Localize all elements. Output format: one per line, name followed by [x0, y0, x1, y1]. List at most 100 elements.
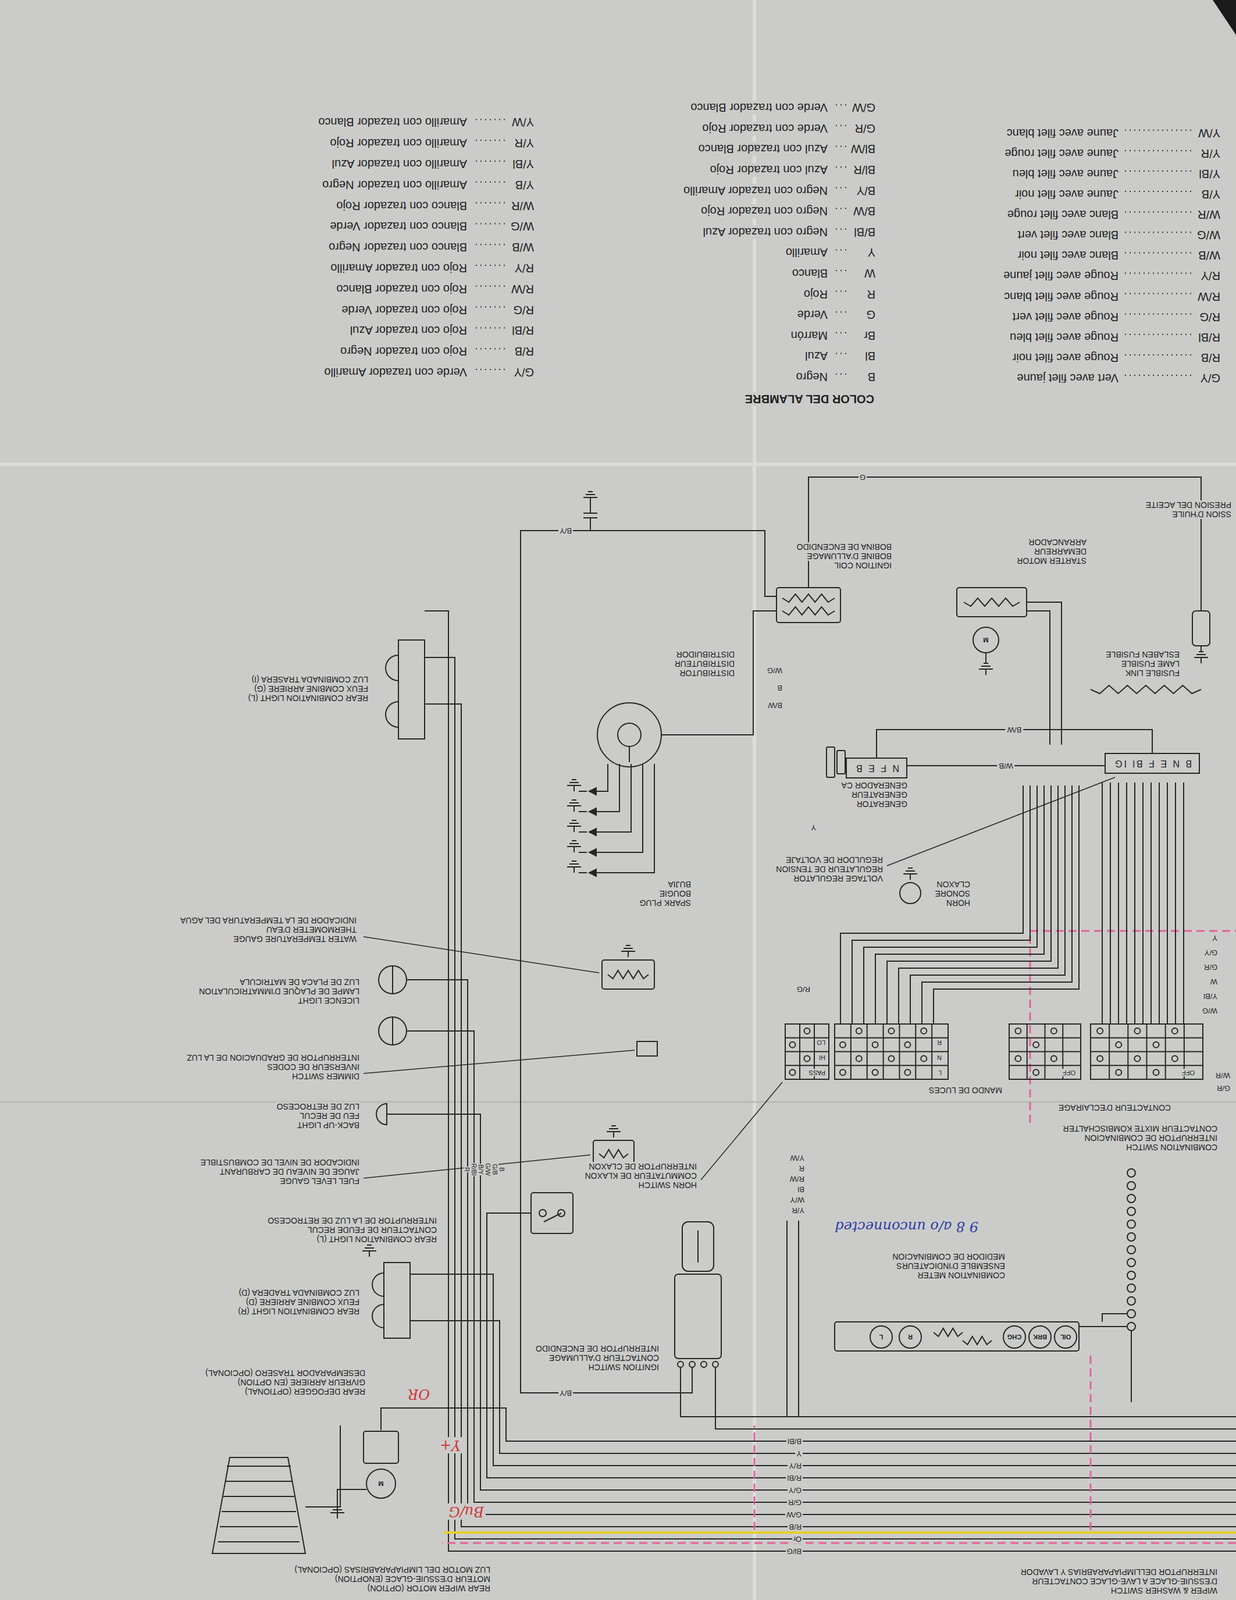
legend-text: W/G	[1195, 228, 1222, 242]
wire	[910, 785, 1065, 1024]
part-name: LUZ DE RETROCESO	[275, 1101, 361, 1111]
switch-contact	[856, 1055, 863, 1061]
legend-text: Y/W	[1197, 126, 1222, 141]
legend-text: Verde con trazador Amarillo	[322, 365, 469, 380]
ground-symbol	[608, 1127, 619, 1129]
dot-leader	[472, 243, 505, 245]
switch-table	[785, 1051, 829, 1053]
ground-symbol	[573, 866, 575, 873]
legend-text: Y/W	[510, 115, 536, 130]
part-name: INTERRUPTOR DE ENCENDIDO	[534, 1343, 661, 1353]
ground-symbol	[569, 822, 579, 824]
wire	[520, 530, 777, 1393]
ground-symbol	[573, 785, 575, 792]
switch-table	[834, 1023, 949, 1079]
defogger-grid	[225, 1480, 293, 1482]
defogger-grid	[221, 1510, 297, 1512]
legend-text: Verde	[796, 307, 829, 322]
legend-text: Amarillo con trazador Azul	[330, 157, 469, 172]
ground-symbol	[569, 802, 579, 804]
part-name: LUZ COMBINADA TRASERA (I)	[250, 674, 370, 685]
wire-color-code: G/W	[484, 1162, 492, 1177]
dot-leader	[472, 139, 505, 141]
lamp-housing	[398, 639, 425, 739]
part-name: REAR COMBINATION LIGHT (L)	[315, 1234, 438, 1244]
wire-color-code: R/W	[788, 1174, 806, 1184]
switch-contact	[789, 1041, 796, 1048]
part-name: REAR COMBINATION LIGHT (R)	[236, 1306, 361, 1316]
legend-text: Y/R	[513, 136, 536, 151]
switch-contact	[920, 1055, 927, 1061]
legend-text: Jaune avec filet blanc	[1005, 126, 1120, 141]
switch-table	[1090, 1051, 1203, 1053]
part-name: LAME FUSIBLE	[1120, 659, 1181, 669]
ground-symbol	[364, 1247, 374, 1249]
part-name: MEDIDOR DE COMBINACION	[891, 1251, 1007, 1262]
dot-leader	[472, 118, 505, 120]
legend-text: Bl	[863, 348, 877, 363]
legend-text: Y	[866, 245, 877, 260]
part-name: BOBINA DE ENCENDIDO	[795, 542, 893, 552]
legend-text: Blanco con trazador Negro	[327, 240, 469, 255]
wire	[798, 1220, 800, 1417]
legend-text: Azul con trazador Rojo	[709, 162, 829, 177]
leader-line	[363, 1049, 635, 1074]
wire-color-code: B/W	[1005, 725, 1024, 735]
starter-solenoid	[963, 597, 1020, 607]
connector-pin	[1127, 1245, 1136, 1254]
wire	[985, 652, 987, 664]
leader-line	[887, 777, 1116, 866]
dot-leader	[472, 202, 505, 204]
part-name: SPARK PLUG	[638, 898, 693, 908]
capacitor-symbol	[589, 503, 591, 514]
wire-color-code: B/W	[766, 700, 784, 710]
capacitor-symbol	[583, 517, 598, 519]
wire-color-code: R/Bl	[785, 1473, 803, 1483]
wire-color-code: Y	[1210, 933, 1219, 943]
temperature-sender	[602, 959, 655, 989]
harness-wire	[715, 1367, 1236, 1429]
ground-symbol	[362, 1249, 377, 1252]
ground-symbol	[621, 950, 636, 952]
dot-leader	[1124, 129, 1192, 131]
dot-leader	[833, 104, 847, 106]
ground-symbol	[625, 944, 631, 946]
dot-leader	[472, 222, 505, 224]
switch-table	[1090, 1037, 1203, 1039]
legend-text: Y/B	[1200, 187, 1222, 202]
part-name: INDICADOR DE LA TEMPERATURA DEL AGUA	[179, 915, 358, 925]
spark-plug	[578, 831, 587, 833]
dot-leader	[833, 290, 847, 292]
legend-text: Amarillo	[784, 245, 829, 260]
wire-color-code: W/G	[1201, 1006, 1219, 1015]
part-name: JAUGE DE NIVEAU DE CARBURANT	[218, 1166, 361, 1177]
dot-leader	[1124, 211, 1192, 213]
legend-text: R/Y	[513, 261, 536, 276]
part-name: ARRANCADOR	[1027, 537, 1088, 547]
plug-wire	[596, 763, 643, 853]
part-name: INTERRUPTOR DELLIMPIAPARABRIAS Y LAVADOR	[1019, 1566, 1219, 1577]
legend-text: Vert avec filet jaune	[1015, 371, 1120, 386]
legend-text: Azul	[803, 348, 829, 363]
wire	[1078, 1325, 1128, 1327]
wire	[305, 1425, 341, 1507]
switch-table	[1090, 1023, 1203, 1079]
wire-color-code: B	[498, 1166, 506, 1172]
ground-symbol	[985, 668, 987, 675]
switch-table	[1090, 1064, 1203, 1066]
temperature-sender	[607, 970, 649, 979]
part-name: GENERATOR GENERATEUR GENERADOR CA	[838, 780, 908, 809]
defogger-grid	[226, 1465, 291, 1467]
leader-line	[363, 1154, 591, 1178]
legend-text: Y/Bl	[511, 157, 536, 172]
switch-contact	[1096, 1055, 1103, 1061]
part-name: THERMOMETER D'EAU	[265, 924, 358, 935]
marker-line	[1030, 930, 1236, 1123]
switch-position: HI	[818, 1053, 826, 1061]
defogger-grid	[218, 1540, 300, 1542]
spark-plug	[578, 790, 587, 792]
legend-text: B	[866, 369, 877, 384]
legend-text: G/W	[850, 100, 877, 115]
legend-text: COLOR DEL ALAMBRE	[743, 392, 876, 406]
